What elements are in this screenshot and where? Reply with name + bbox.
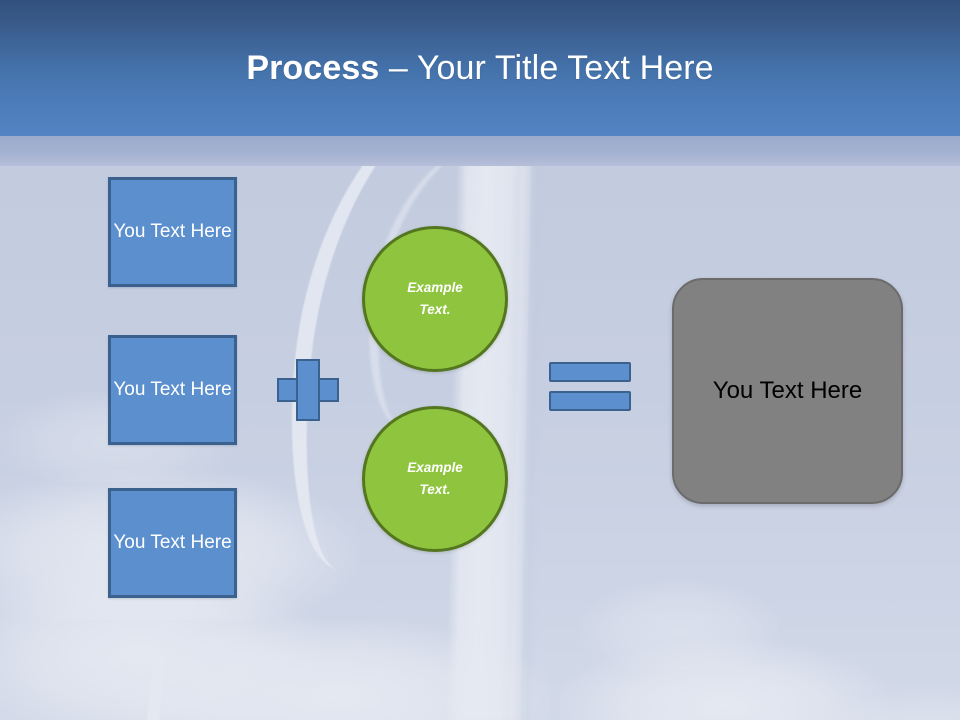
modifier-circle-1[interactable]: Example Text.: [362, 226, 508, 372]
equals-icon: [549, 362, 631, 411]
plus-icon-center-fill: [298, 380, 318, 400]
result-box[interactable]: You Text Here: [672, 278, 903, 504]
header-accent-strip: [0, 136, 960, 166]
page-title: Process – Your Title Text Here: [246, 49, 713, 88]
input-box-3-label: You Text Here: [113, 532, 232, 553]
input-box-2-label: You Text Here: [113, 379, 232, 400]
input-box-2[interactable]: You Text Here: [108, 335, 237, 445]
modifier-circle-2[interactable]: Example Text.: [362, 406, 508, 552]
modifier-circle-1-line1: Example: [407, 280, 463, 295]
input-box-1[interactable]: You Text Here: [108, 177, 237, 287]
equals-icon-bottom-bar: [549, 391, 631, 411]
slide-header: Process – Your Title Text Here: [0, 0, 960, 136]
modifier-circle-1-line2: Text.: [419, 302, 451, 317]
page-title-rest: – Your Title Text Here: [379, 48, 714, 87]
input-box-3[interactable]: You Text Here: [108, 488, 237, 598]
cloud-decoration: [560, 640, 890, 720]
result-box-label: You Text Here: [712, 377, 863, 404]
turbine-blade-tip-icon: [146, 649, 166, 720]
cloud-decoration: [580, 580, 780, 670]
plus-icon: [277, 359, 339, 421]
cloud-decoration: [820, 690, 960, 720]
equals-icon-top-bar: [549, 362, 631, 382]
input-box-1-label: You Text Here: [113, 221, 232, 242]
page-title-strong: Process: [246, 48, 380, 87]
modifier-circle-2-line1: Example: [407, 460, 463, 475]
modifier-circle-2-line2: Text.: [419, 482, 451, 497]
